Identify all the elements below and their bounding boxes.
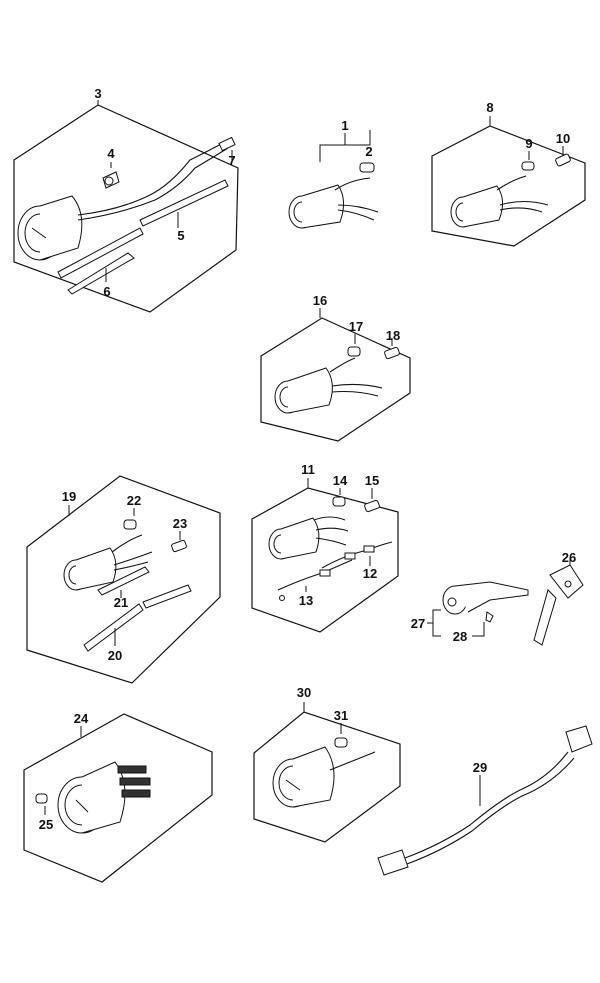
callout-14: 14	[333, 473, 348, 488]
callout-3: 3	[94, 86, 101, 101]
callout-22: 22	[127, 493, 141, 508]
plug-23	[171, 539, 187, 553]
callout-8: 8	[486, 100, 493, 115]
harness-12	[321, 541, 393, 569]
callout-20: 20	[108, 648, 122, 663]
kit-box-11: 11 14 15 12 13	[251, 462, 399, 633]
tie-6	[67, 252, 135, 295]
gauge-8	[450, 175, 549, 228]
kit-1: 1 2	[288, 118, 379, 229]
gauge-1	[288, 177, 379, 229]
callout-5: 5	[177, 228, 184, 243]
harness-13	[277, 559, 353, 601]
plug-10	[555, 153, 571, 167]
plug-18	[384, 346, 400, 360]
pipe-5b	[57, 227, 144, 279]
bulb-31	[334, 737, 348, 748]
gauge-3	[17, 141, 229, 261]
gauge-16	[274, 357, 383, 414]
kit-box-16: 16 17 18	[260, 293, 411, 442]
gauge-19	[63, 534, 153, 591]
kit-box-24: 24 25	[23, 711, 213, 883]
kit-box-3: 3 4 5 6 7	[13, 86, 239, 313]
callout-15: 15	[365, 473, 379, 488]
gauge-30	[272, 746, 376, 808]
tie-21	[97, 566, 150, 596]
callout-24: 24	[74, 711, 89, 726]
cable-5	[139, 179, 229, 227]
bulb-2	[359, 162, 375, 173]
callout-1: 1	[341, 118, 348, 133]
callout-2: 2	[365, 144, 372, 159]
callout-7: 7	[228, 153, 235, 168]
callout-10: 10	[556, 131, 570, 146]
kit-26-27-28: 26 27 28	[411, 550, 584, 646]
callout-18: 18	[386, 328, 400, 343]
screw-28	[485, 611, 494, 623]
callout-29: 29	[473, 760, 487, 775]
bulb-9	[521, 161, 535, 171]
callout-30: 30	[297, 685, 311, 700]
pipe-20	[83, 584, 192, 652]
kit-box-19: 19 22 23 21 20	[26, 475, 221, 684]
plug-7	[218, 136, 236, 152]
callout-9: 9	[525, 136, 532, 151]
callout-26: 26	[562, 550, 576, 565]
gauge-24	[57, 761, 151, 834]
gauge-11	[268, 516, 349, 560]
kit-box-8: 8 9 10	[431, 100, 586, 247]
callout-11: 11	[301, 462, 315, 477]
callout-13: 13	[299, 593, 313, 608]
callout-4: 4	[107, 146, 115, 161]
plug-15	[364, 499, 380, 513]
callout-19: 19	[62, 489, 76, 504]
bulb-14	[332, 496, 346, 507]
callout-31: 31	[334, 708, 348, 723]
callout-23: 23	[173, 516, 187, 531]
holder-27	[442, 581, 529, 615]
bulb-17	[347, 346, 361, 357]
kit-box-30: 30 31	[253, 685, 401, 843]
callout-25: 25	[39, 817, 53, 832]
bulb-22	[123, 519, 137, 530]
connector-4	[102, 171, 120, 189]
callout-27: 27	[411, 616, 425, 631]
callout-16: 16	[313, 293, 327, 308]
bracket-26	[533, 564, 584, 646]
harness-29: 29	[377, 725, 593, 876]
callout-28: 28	[453, 629, 467, 644]
callout-17: 17	[349, 319, 363, 334]
callout-21: 21	[114, 595, 128, 610]
bulb-25	[35, 793, 48, 804]
callout-6: 6	[103, 284, 110, 299]
callout-12: 12	[363, 566, 377, 581]
